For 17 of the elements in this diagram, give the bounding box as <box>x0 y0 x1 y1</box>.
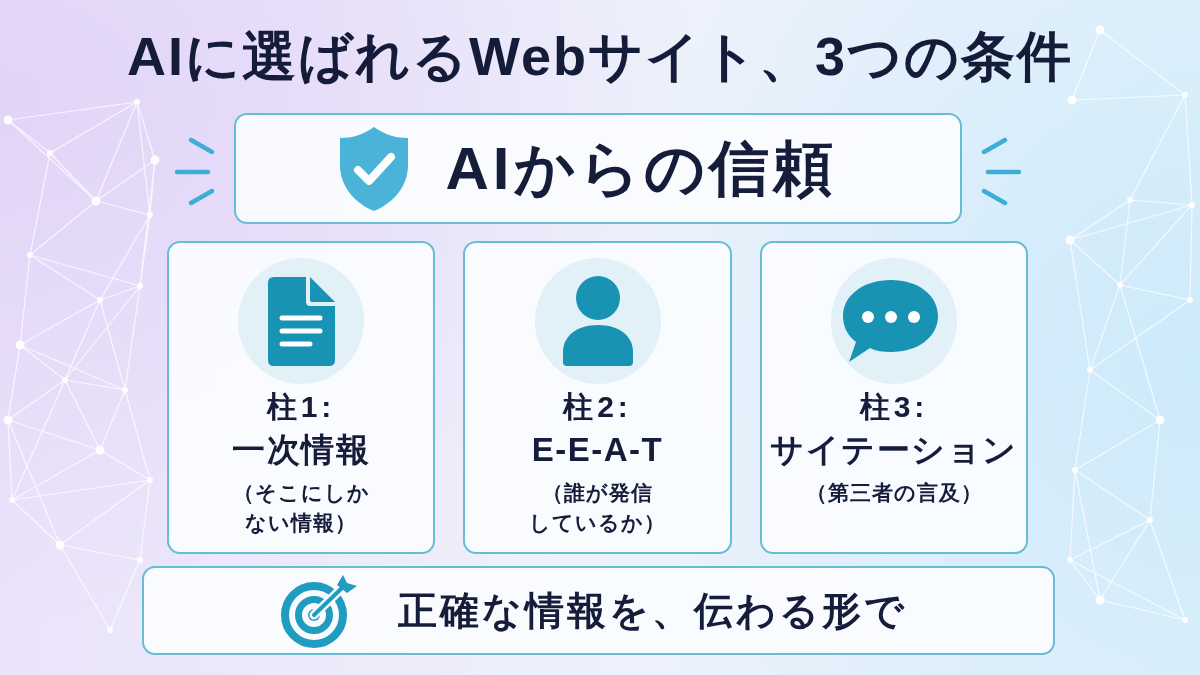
heading-banner <box>234 113 962 224</box>
pillar-description: （誰が発信しているか） <box>529 480 666 536</box>
pillar-title: E-E-A-T <box>531 430 664 470</box>
pillar-description: （そこにしかない情報） <box>232 480 370 537</box>
pillar-card <box>167 241 435 554</box>
pillar-title: 一次情報 <box>232 430 370 470</box>
pillar-card <box>463 241 732 554</box>
pillar-number: 柱2: <box>563 389 632 425</box>
pillar-title: サイテーション <box>770 430 1018 470</box>
pillar-number: 柱1: <box>266 389 336 425</box>
pillar-description: （第三者の言及） <box>805 480 983 506</box>
summary-text: 正確な情報を、伝わる形で <box>398 587 907 634</box>
banner-text: AIからの信頼 <box>445 133 837 204</box>
summary-banner <box>142 566 1055 655</box>
pillar-number: 柱3: <box>859 389 929 425</box>
title: AIに選ばれるWebサイト、3つの条件 <box>126 25 1073 88</box>
pillar-card <box>760 241 1028 554</box>
